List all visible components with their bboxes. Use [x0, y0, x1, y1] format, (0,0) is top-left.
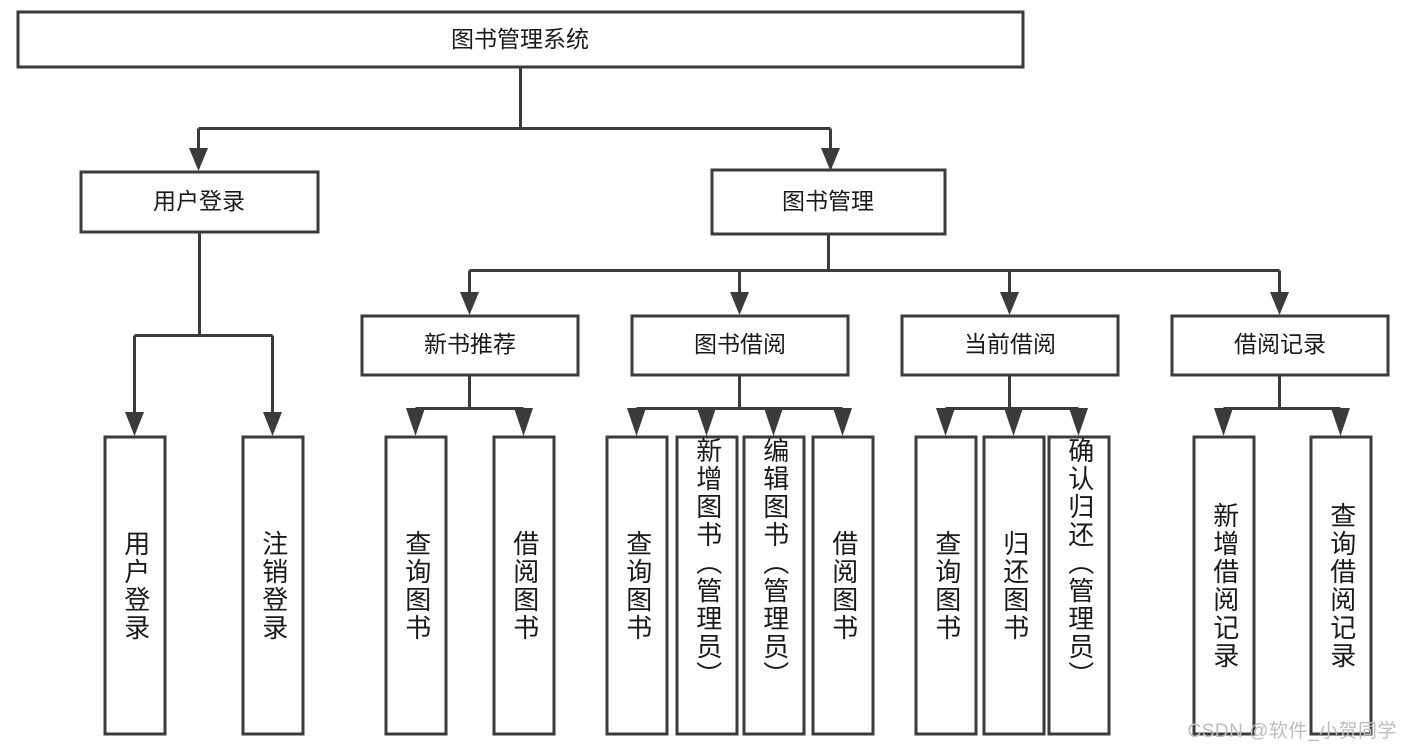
- node-root[interactable]: 图书管理系统: [16, 10, 1025, 69]
- leaf-box-newbook-2[interactable]: [492, 435, 556, 736]
- leaf-box-borrowrecord-1[interactable]: [1192, 435, 1256, 736]
- leaf-box-currentborrow-2[interactable]: [982, 435, 1046, 736]
- node-current-borrow-label: 当前借阅: [964, 331, 1056, 357]
- leaf-box-bookborrow-4[interactable]: [811, 435, 875, 736]
- leaf-box-borrowrecord-2[interactable]: [1309, 435, 1373, 736]
- leaf-box-bookborrow-1[interactable]: [605, 435, 669, 736]
- leaf-box-newbook-1[interactable]: [384, 435, 448, 736]
- leaf-box-bookborrow-2[interactable]: [675, 435, 739, 736]
- node-borrow-record[interactable]: 借阅记录: [1170, 314, 1390, 377]
- node-user-login[interactable]: 用户登录: [79, 170, 320, 234]
- leaf-box-currentborrow-3[interactable]: [1047, 435, 1111, 736]
- node-borrow-record-label: 借阅记录: [1234, 331, 1326, 357]
- node-user-login-label: 用户登录: [153, 188, 245, 214]
- leaf-box-user-login-1[interactable]: [103, 435, 167, 736]
- connector-newbook-to-leaves: [406, 375, 533, 436]
- leaf-box-bookborrow-3[interactable]: [742, 435, 806, 736]
- node-book-management[interactable]: 图书管理: [710, 168, 947, 236]
- watermark: CSDN @软件_小贺同学: [1187, 721, 1397, 742]
- connector-root-to-level1: [189, 67, 840, 171]
- node-book-borrow[interactable]: 图书借阅: [630, 314, 850, 377]
- connector-bookmgmt-to-level2: [460, 234, 1289, 315]
- connector-currentborrow-to-leaves: [936, 375, 1088, 436]
- node-new-book-recommend-label: 新书推荐: [424, 331, 516, 357]
- leaf-box-user-login-2[interactable]: [241, 435, 305, 736]
- connector-userlogin-to-leaves: [125, 232, 282, 436]
- leaf-box-currentborrow-1[interactable]: [914, 435, 978, 736]
- node-book-management-label: 图书管理: [782, 188, 874, 214]
- node-current-borrow[interactable]: 当前借阅: [900, 314, 1120, 377]
- connector-borrowrecord-to-leaves: [1214, 375, 1350, 436]
- node-root-label: 图书管理系统: [451, 26, 589, 52]
- node-new-book-recommend[interactable]: 新书推荐: [360, 314, 580, 377]
- connector-bookborrow-to-leaves: [627, 375, 852, 436]
- node-book-borrow-label: 图书借阅: [694, 331, 786, 357]
